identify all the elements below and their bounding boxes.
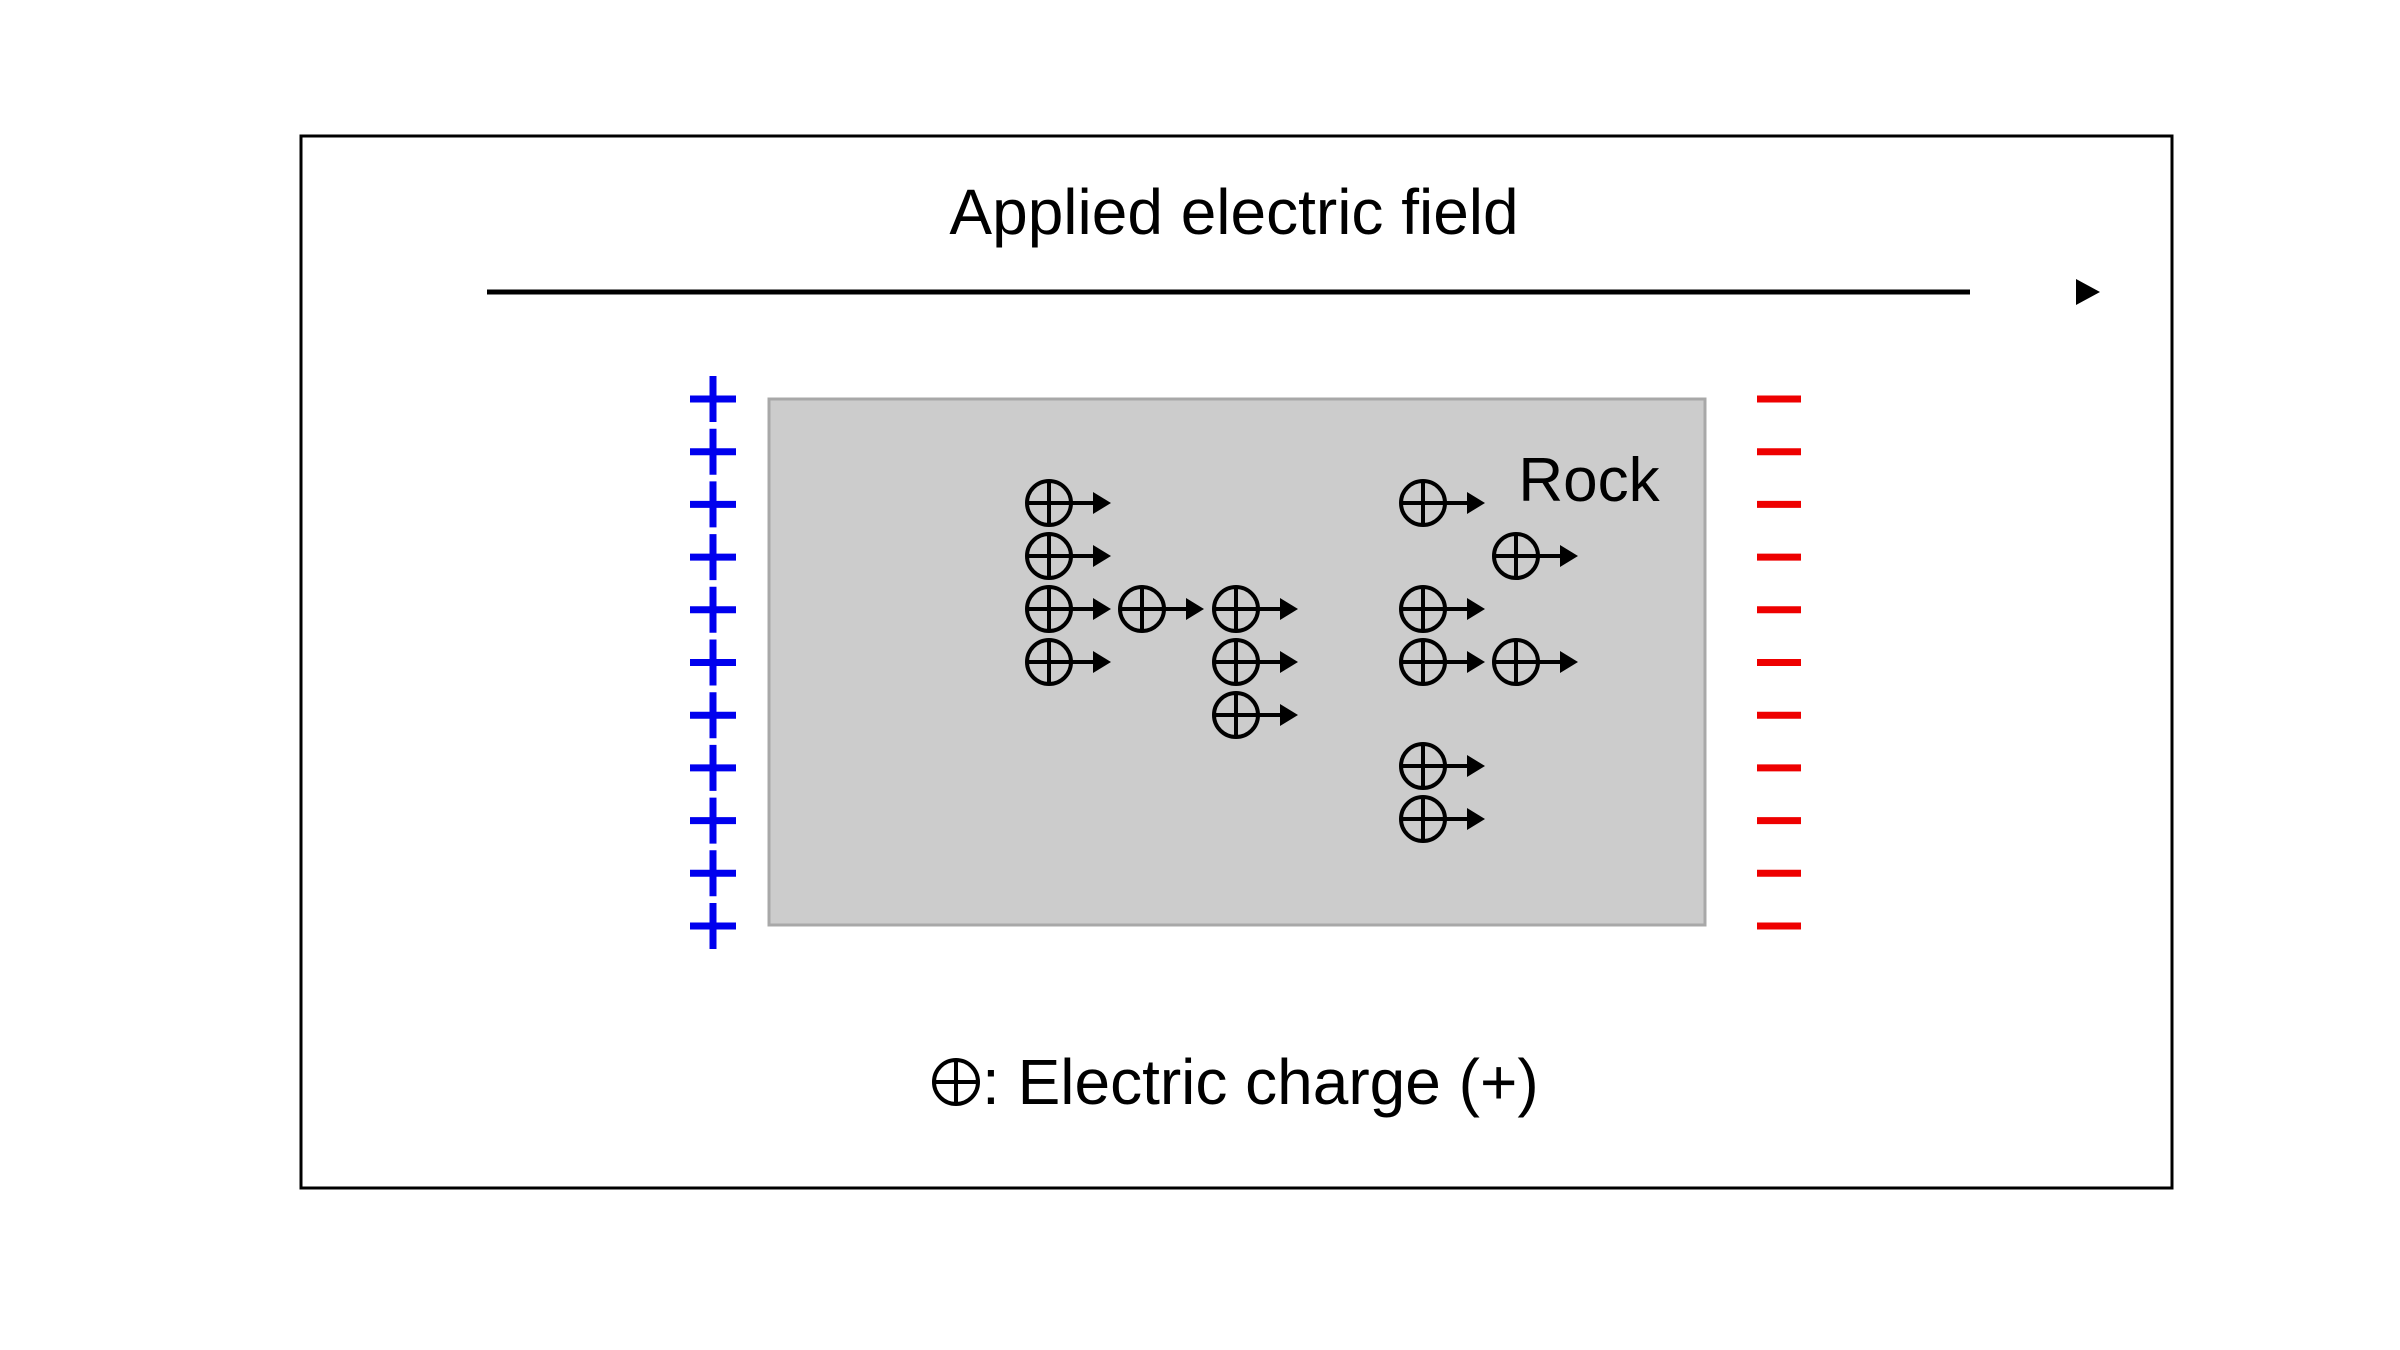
charge-motion-arrow [1258,598,1298,620]
charge-motion-arrow [1071,598,1111,620]
plus-sign [690,428,736,475]
field-label: Applied electric field [949,176,1518,248]
charge-motion-arrow [1071,492,1111,514]
field-arrowhead [2076,279,2100,305]
plus-sign [690,376,736,422]
positive-charge [1212,638,1298,686]
positive-charge [1399,795,1485,843]
rock-label: Rock [1518,446,1660,515]
plus-sign [690,586,736,633]
positive-charge [1025,585,1111,633]
charge-motion-arrow [1164,598,1204,620]
positive-charge [1399,479,1485,527]
legend-text: : Electric charge (+) [982,1046,1539,1118]
positive-charge [1399,585,1485,633]
positive-charge [1399,742,1485,790]
negative-electrode [1757,395,1801,930]
charge-motion-arrow [1071,651,1111,673]
positive-electrode [690,376,736,949]
positive-charge [1212,585,1298,633]
charge-motion-arrow [1445,651,1485,673]
plus-sign [690,481,736,528]
charge-motion-arrow [1071,545,1111,567]
charge-group [1025,479,1578,843]
positive-charge [1212,691,1298,739]
charge-motion-arrow [1538,651,1578,673]
charge-motion-arrow [1445,492,1485,514]
charge-motion-arrow [1445,808,1485,830]
plus-sign [690,639,736,686]
positive-charge [1492,532,1578,580]
plus-sign [690,797,736,844]
diagram-frame [299,134,2174,1190]
charge-motion-arrow [1258,704,1298,726]
charge-motion-arrow [1258,651,1298,673]
charge-motion-arrow [1445,755,1485,777]
positive-charge [1025,638,1111,686]
plus-sign [690,903,736,949]
plus-sign [690,744,736,791]
positive-charge [1399,638,1485,686]
positive-charge [1118,585,1204,633]
legend-charge-icon [932,1058,980,1106]
positive-charge [1492,638,1578,686]
positive-charge [1025,532,1111,580]
positive-charge [1025,479,1111,527]
plus-sign [690,534,736,581]
plus-sign [690,850,736,897]
plus-sign [690,692,736,739]
charge-motion-arrow [1538,545,1578,567]
legend: : Electric charge (+) [932,1046,1539,1118]
charge-motion-arrow [1445,598,1485,620]
